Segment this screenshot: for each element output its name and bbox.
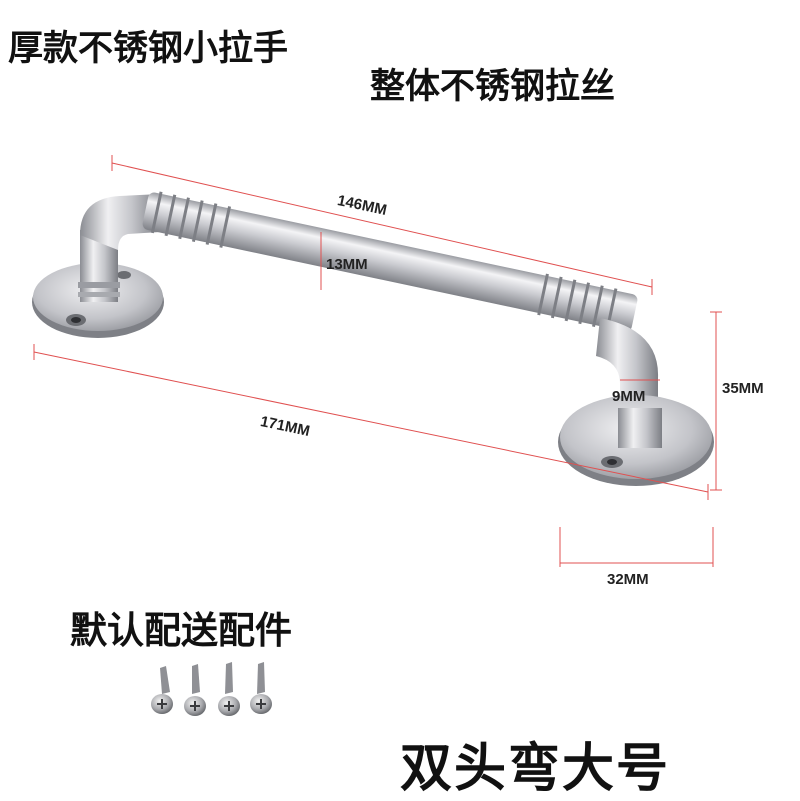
- dimension-lines: [33, 155, 722, 567]
- screw-4: [250, 662, 272, 714]
- product-subtitle: 整体不锈钢拉丝: [370, 67, 616, 107]
- model-label: 双头弯大号: [400, 739, 671, 799]
- product-title: 厚款不锈钢小拉手: [8, 29, 289, 69]
- handle-bar: [142, 191, 638, 332]
- screw-1: [151, 666, 173, 714]
- dim-height: 35MM: [722, 380, 764, 397]
- screws: [151, 662, 272, 716]
- accessories-label: 默认配送配件: [70, 609, 292, 652]
- dim-base-diameter: 32MM: [607, 571, 649, 588]
- left-leg: [78, 194, 160, 302]
- screw-3: [218, 662, 240, 716]
- dim-neck-diameter: 9MM: [612, 388, 646, 405]
- dim-bar-diameter: 13MM: [326, 256, 368, 273]
- right-base-plate: [558, 395, 714, 486]
- screw-2: [184, 664, 206, 716]
